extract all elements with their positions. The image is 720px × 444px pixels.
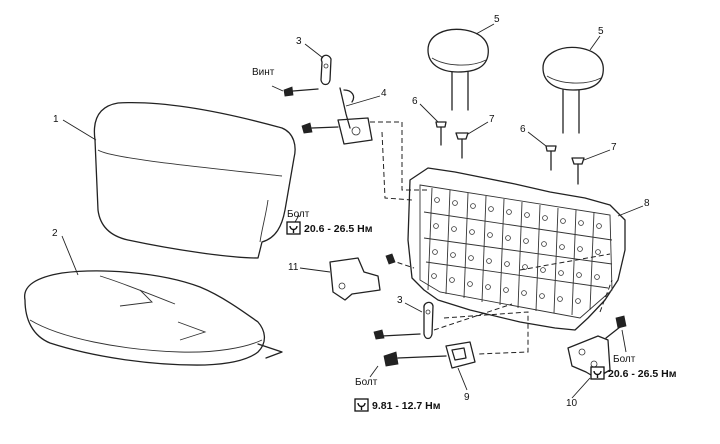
torque-wrench-icon [286,221,301,235]
seat-cushion [24,270,283,366]
callout-headrest-left: 5 [494,14,500,25]
bolt-label-right: Болт [613,354,636,365]
guide-lock-left [455,132,469,159]
headrest-right [542,46,604,134]
spring-wires [423,187,613,316]
bracket-left [329,253,396,301]
callout-guide-left: 6 [412,96,418,107]
callouts: 1 2 3 4 5 5 6 7 6 7 8 11 3 9 10 [52,14,650,409]
torque-wrench-icon [354,398,369,412]
callout-headrest-right: 5 [598,26,604,37]
callout-bracket-left: 11 [288,262,299,273]
torque-spec-right: 20.6 - 26.5 Нм [590,366,677,380]
alignment-lines [370,121,613,355]
seat-back-frame [407,167,626,331]
latch [383,341,476,369]
screw [283,86,319,97]
callout-hinge-lower: 3 [397,295,403,306]
hinge-left [320,54,332,86]
callout-latch: 9 [464,392,470,403]
callout-seat-back-pad: 1 [53,114,59,125]
guide-right [545,145,557,171]
callout-guide-lock-left: 7 [489,114,495,125]
hinge-lower [373,301,434,340]
callout-seat-cushion: 2 [52,228,58,239]
seat-back-pad [93,101,296,259]
torque-value-lower: 9.81 - 12.7 Нм [372,400,441,412]
lock-wire [301,87,373,145]
bolt-label-lower: Болт [355,377,378,388]
leader-lines [61,23,644,399]
callout-seat-back-frame: 8 [644,198,650,209]
spring-holes [431,197,602,304]
torque-wrench-icon [590,366,605,380]
callout-guide-lock-right: 7 [611,142,617,153]
guide-lock-right [571,157,585,185]
guide-left [435,121,447,146]
torque-value-left: 20.6 - 26.5 Нм [304,223,373,235]
torque-spec-lower: 9.81 - 12.7 Нм [354,398,441,412]
callout-guide-right: 6 [520,124,526,135]
headrest-left [427,28,489,111]
torque-spec-left: 20.6 - 26.5 Нм [286,221,373,235]
callout-lock-wire: 4 [381,88,387,99]
callout-hinge-left: 3 [296,36,302,47]
callout-bracket-right: 10 [566,398,578,409]
torque-value-right: 20.6 - 26.5 Нм [608,368,677,380]
screw-label: Винт [252,67,275,78]
bolt-label-left: Болт [287,209,310,220]
